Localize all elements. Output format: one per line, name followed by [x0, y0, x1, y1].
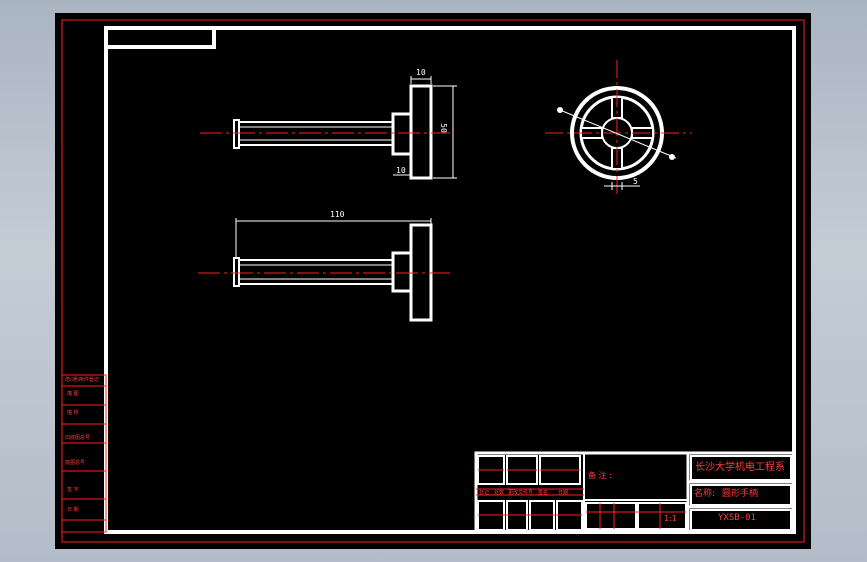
dim-ring-small: 5	[633, 177, 638, 186]
top-view	[198, 218, 450, 322]
front-view	[200, 76, 457, 180]
dim-flange-height: 50	[438, 123, 448, 133]
side-row-6: 日 期	[67, 507, 79, 513]
dim-top-width: 10	[416, 68, 426, 77]
grid-label-2: 更改文件号	[508, 490, 534, 496]
outer-border	[61, 19, 805, 543]
side-row-1: 描 图	[67, 391, 79, 397]
side-row-4: 底图总号	[65, 460, 86, 466]
inner-frame	[104, 26, 796, 534]
part-name-value: 圆形手柄	[722, 489, 759, 499]
side-row-2: 描 校	[67, 410, 79, 416]
side-view	[545, 60, 692, 195]
side-table	[61, 374, 107, 533]
side-row-0: 借(通)用件登记	[65, 377, 99, 383]
dim-shaft-length: 110	[330, 210, 345, 219]
sheet-background	[55, 13, 811, 549]
institute-name: 长沙大学机电工程系	[695, 462, 785, 473]
grid-label-4: 日期	[558, 490, 569, 496]
corner-box	[104, 26, 216, 49]
grid-label-3: 签名	[538, 490, 549, 496]
grid-label-1: 处数	[494, 490, 505, 496]
title-block	[474, 451, 796, 534]
note-label: 备 注 :	[588, 471, 612, 480]
part-name-label: 名称:	[694, 489, 716, 499]
side-row-3: 旧底图总号	[65, 435, 91, 441]
scale-value: 1:1	[664, 514, 677, 523]
side-row-5: 签 字	[67, 487, 79, 493]
dim-hub-width: 10	[396, 166, 406, 175]
drawing-number: YXSB-01	[718, 513, 756, 523]
grid-label-0: 标记	[479, 490, 490, 496]
